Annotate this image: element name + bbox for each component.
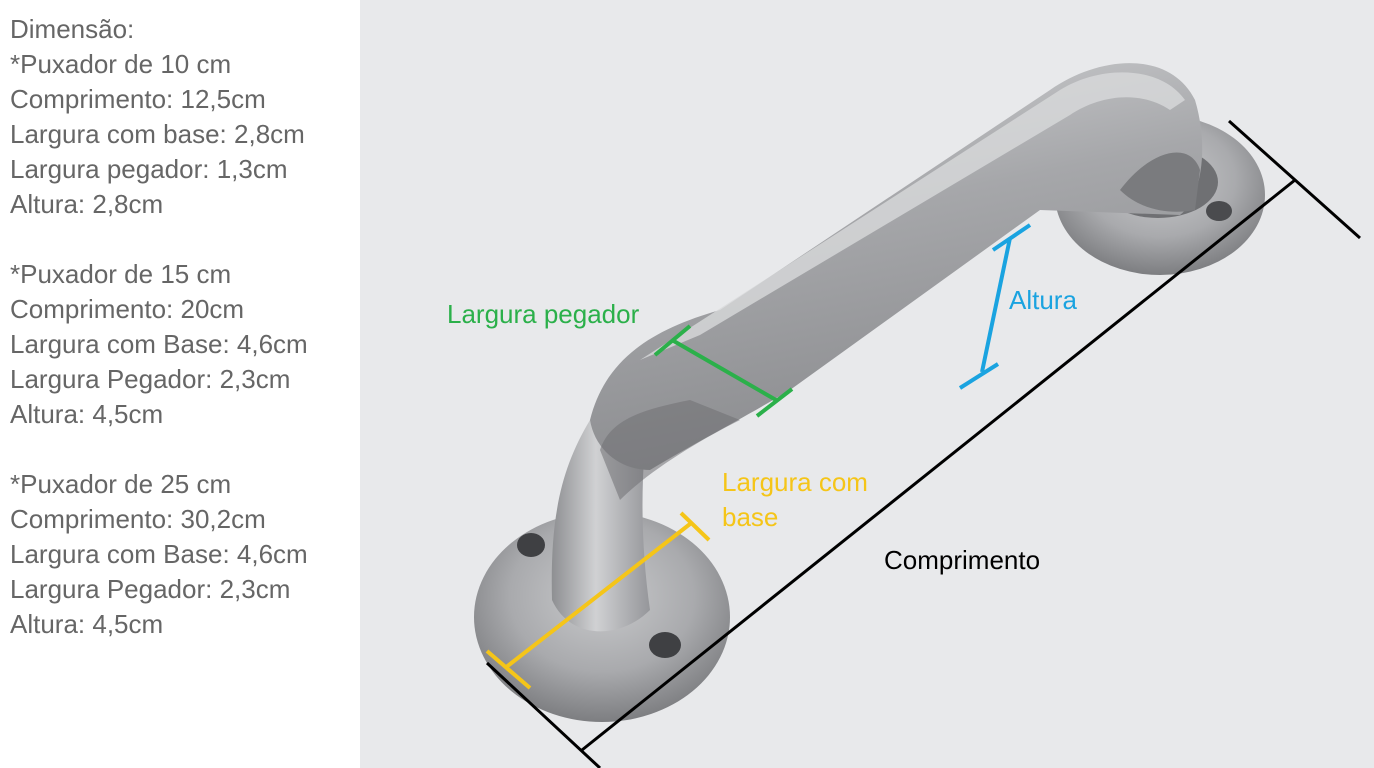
spec-heading: Dimensão: <box>10 14 135 44</box>
spec-line: Largura com base: 2,8cm <box>10 119 305 149</box>
spec-line: Altura: 4,5cm <box>10 399 164 429</box>
spec-model-15cm: *Puxador de 15 cm <box>10 259 232 289</box>
comprimento-label: Comprimento <box>884 545 1041 575</box>
dimension-spec-panel: Dimensão: *Puxador de 10 cm Comprimento:… <box>0 0 360 768</box>
largura-pegador-label: Largura pegador <box>447 299 640 329</box>
largura-pegador-dimension <box>653 324 794 418</box>
spec-model-25cm: *Puxador de 25 cm <box>10 469 232 499</box>
largura-com-base-label-line2: base <box>722 502 779 532</box>
altura-label: Altura <box>1009 285 1077 315</box>
spec-line: Largura pegador: 1,3cm <box>10 154 288 184</box>
spec-line: Altura: 4,5cm <box>10 609 164 639</box>
spec-line: Largura Pegador: 2,3cm <box>10 574 291 604</box>
spec-line: Largura Pegador: 2,3cm <box>10 364 291 394</box>
spec-line: Largura com Base: 4,6cm <box>10 329 308 359</box>
spec-model-10cm: *Puxador de 10 cm <box>10 49 232 79</box>
spec-line: Altura: 2,8cm <box>10 189 164 219</box>
largura-com-base-dimension <box>485 511 711 690</box>
spec-line: Comprimento: 20cm <box>10 294 245 324</box>
spec-line: Largura com Base: 4,6cm <box>10 539 308 569</box>
handle-body <box>551 63 1203 632</box>
spec-line: Comprimento: 12,5cm <box>10 84 266 114</box>
largura-com-base-label-line1: Largura com <box>722 467 868 497</box>
comprimento-dimension <box>485 119 1361 768</box>
spec-line: Comprimento: 30,2cm <box>10 504 266 534</box>
altura-dimension <box>958 223 1032 390</box>
